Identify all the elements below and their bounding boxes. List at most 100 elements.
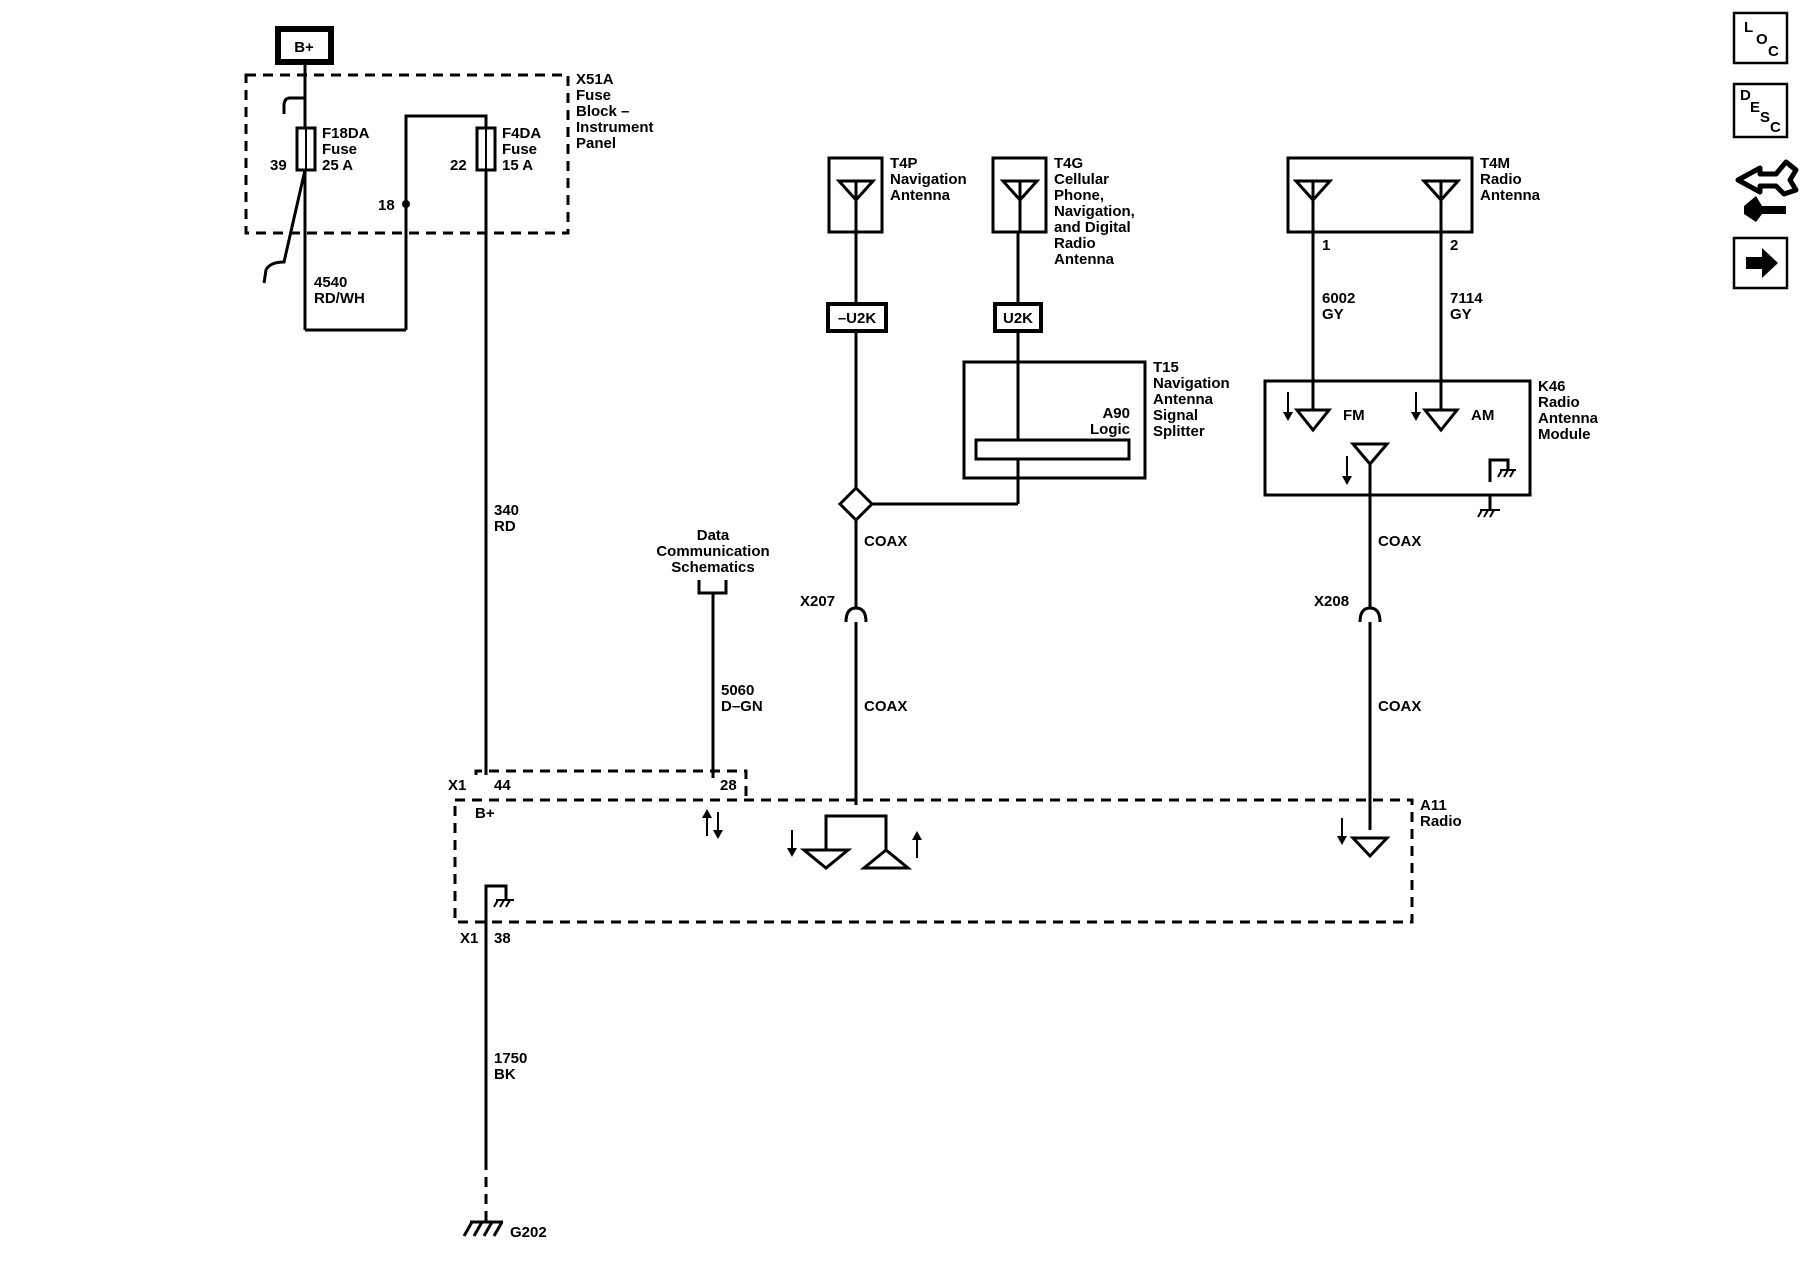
antenna-t4g-id: T4G (1054, 155, 1083, 172)
loc-letter-o: O (1756, 31, 1768, 48)
fuse-block-x51a: X51A Fuse Block – Instrument Panel (244, 71, 654, 235)
wire-5060-circuit: 5060 (721, 682, 754, 699)
fuse-block-id: X51A (576, 71, 614, 88)
splice-pin: 18 (378, 197, 395, 214)
data-comm-line-3: Schematics (671, 559, 754, 576)
antenna-t4m-line-1: Radio (1480, 171, 1522, 188)
splitter-line-3: Signal (1153, 407, 1198, 424)
antenna-t4g: T4G Cellular Phone, Navigation, and Digi… (991, 155, 1135, 268)
desc-letter-e: E (1750, 99, 1760, 116)
antenna-t4g-line-5: Radio (1054, 235, 1096, 252)
radio-pin-data: 28 (720, 777, 737, 794)
logic-line-1: A90 (1102, 405, 1130, 422)
wire-6002-color: GY (1322, 306, 1344, 323)
fuse-f4da-pin: 22 (450, 157, 467, 174)
fuse-f18da-pin: 39 (270, 157, 287, 174)
loc-letter-l: L (1744, 19, 1753, 36)
next-arrow-button[interactable] (1732, 236, 1789, 290)
wire-6002-circuit: 6002 (1322, 290, 1355, 307)
ground-g202: G202 (462, 1220, 547, 1241)
fuse-block-name-2: Block – (576, 103, 629, 120)
radio-name: Radio (1420, 813, 1462, 830)
radio-id: A11 (1420, 797, 1447, 814)
antenna-module-k46: FM AM K46 Radio Antenna Module (1263, 378, 1599, 518)
next-arrow-icon (1746, 248, 1778, 278)
desc-button[interactable]: D E S C (1732, 82, 1789, 139)
antenna-t4g-line-1: Cellular (1054, 171, 1109, 188)
data-comm-line-2: Communication (656, 543, 769, 560)
connector-u2k: U2K (993, 302, 1043, 333)
wire-5060-color: D–GN (721, 698, 763, 715)
antenna-t4g-line-2: Phone, (1054, 187, 1104, 204)
desc-letter-d: D (1740, 87, 1751, 104)
wire-1750-circuit: 1750 (494, 1050, 527, 1067)
fuse-block-name-3: Instrument (576, 119, 654, 136)
fuse-f4da-type: Fuse (502, 141, 537, 158)
logic-line-2: Logic (1090, 421, 1130, 438)
antenna-t4m-pin-1: 1 (1322, 237, 1330, 254)
radio-pin-bplus: 44 (494, 777, 511, 794)
module-am-label: AM (1471, 407, 1494, 424)
coax-label-lower-right: COAX (1378, 698, 1421, 715)
connector-x207-label: X207 (800, 593, 835, 610)
module-line-2: Antenna (1538, 410, 1599, 427)
fuse-f4da-id: F4DA (502, 125, 541, 142)
antenna-t4m-pin-2: 2 (1450, 237, 1458, 254)
splitter-t15: A90 Logic T15 Navigation Antenna Signal … (962, 359, 1230, 480)
fuse-f18da-lead (262, 169, 307, 284)
radio-a11: A11 Radio X1 44 28 B+ X1 38 (448, 769, 1462, 947)
module-line-3: Module (1538, 426, 1591, 443)
connector-x208-label: X208 (1314, 593, 1349, 610)
fuse-block-name-1: Fuse (576, 87, 611, 104)
wire-340-color: RD (494, 518, 516, 535)
wire-1750-color: BK (494, 1066, 516, 1083)
data-comm-line-1: Data (697, 527, 730, 544)
splitter-line-1: Navigation (1153, 375, 1230, 392)
connector-x207: X207 (800, 593, 868, 623)
splice-point (402, 200, 410, 208)
module-id: K46 (1538, 378, 1566, 395)
ground-g202-label: G202 (510, 1224, 547, 1241)
connector-x208: X208 (1314, 593, 1382, 623)
coax-label-lower-left: COAX (864, 698, 907, 715)
radio-pin-ground: 38 (494, 930, 511, 947)
antenna-t4m-line-2: Antenna (1480, 187, 1541, 204)
antenna-t4m: T4M Radio Antenna 1 2 (1286, 155, 1541, 254)
splitter-line-4: Splitter (1153, 423, 1205, 440)
module-line-1: Radio (1538, 394, 1580, 411)
battery-label: B+ (294, 39, 314, 56)
radio-bplus-label: B+ (475, 805, 495, 822)
loc-letter-c: C (1768, 43, 1779, 60)
antenna-t4p-line-1: Navigation (890, 171, 967, 188)
loc-button[interactable]: L O C (1732, 11, 1789, 65)
signal-splice (837, 485, 875, 523)
battery-power: B+ (275, 26, 334, 75)
fuse-block-name-4: Panel (576, 135, 616, 152)
fuse-f18da-id: F18DA (322, 125, 370, 142)
fuse-f18da-rating: 25 A (322, 157, 353, 174)
connector-u2k-label: U2K (1003, 310, 1033, 327)
fuse-f18da-type: Fuse (322, 141, 357, 158)
fuse-f4da: 22 F4DA Fuse 15 A (450, 125, 541, 174)
radio-conn-bottom: X1 (460, 930, 478, 947)
connector-neg-u2k: –U2K (826, 302, 888, 333)
antenna-t4m-id: T4M (1480, 155, 1510, 172)
wire-4540-circuit: 4540 (314, 274, 347, 291)
connector-end-view-icon[interactable] (1735, 159, 1799, 222)
wire-7114-color: GY (1450, 306, 1472, 323)
antenna-t4p: T4P Navigation Antenna (827, 155, 967, 234)
bus-jumper (282, 96, 305, 114)
coax-label-upper-left: COAX (864, 533, 907, 550)
antenna-t4p-id: T4P (890, 155, 918, 172)
connector-neg-u2k-label: –U2K (838, 310, 877, 327)
wire-7114-circuit: 7114 (1450, 290, 1483, 307)
fuse-f18da: 39 F18DA Fuse 25 A (270, 125, 370, 174)
wire-340-circuit: 340 (494, 502, 519, 519)
desc-letter-s: S (1760, 109, 1770, 126)
data-communication-ref[interactable]: Data Communication Schematics (656, 527, 770, 595)
coax-label-upper-right: COAX (1378, 533, 1421, 550)
radio-conn-top: X1 (448, 777, 466, 794)
splitter-id: T15 (1153, 359, 1179, 376)
antenna-t4g-line-6: Antenna (1054, 251, 1115, 268)
